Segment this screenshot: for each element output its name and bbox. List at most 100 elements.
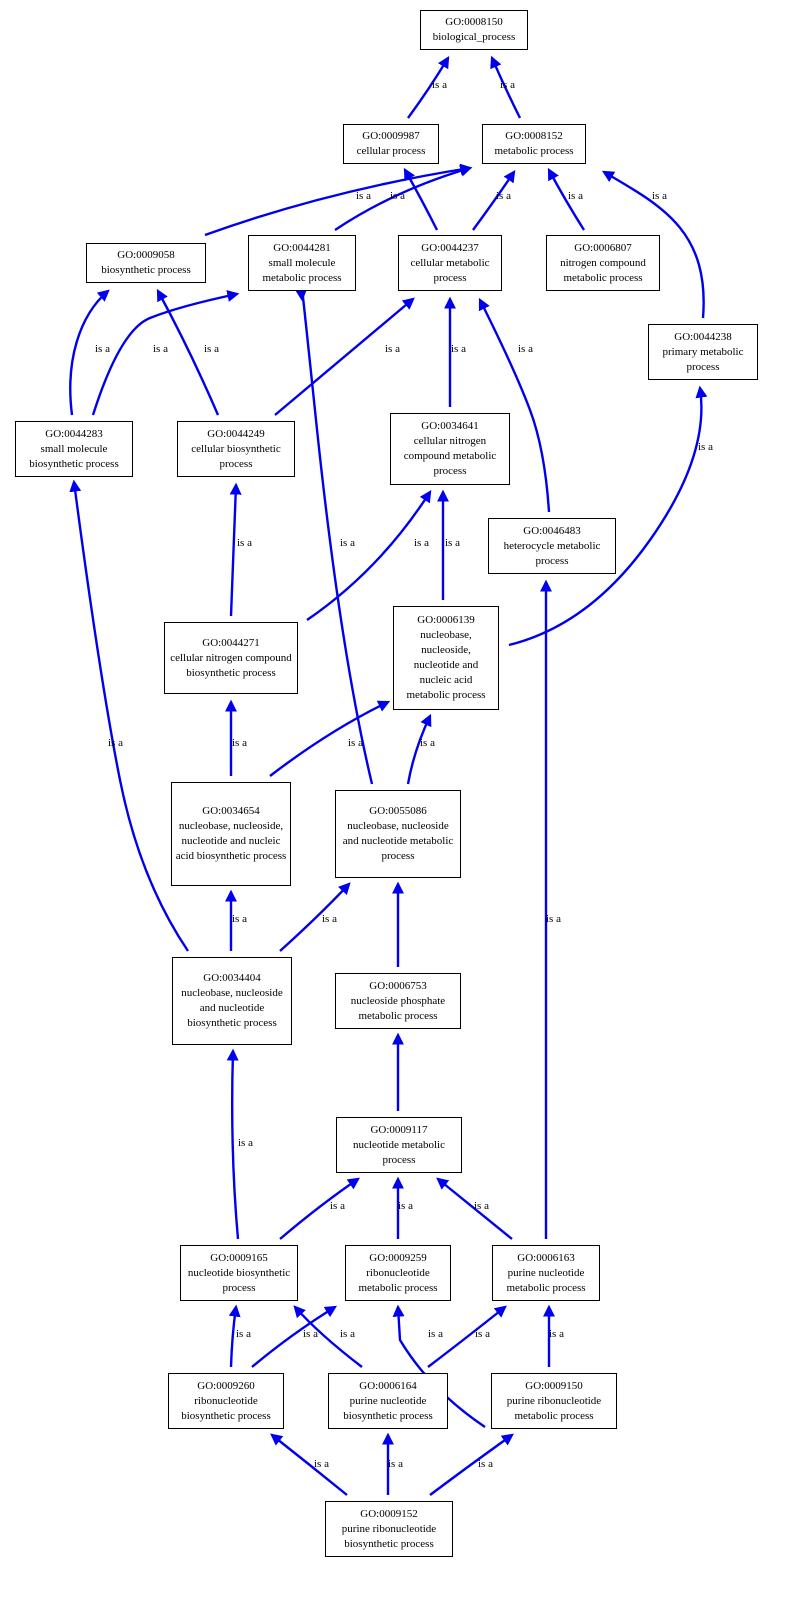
node-id: GO:0009150 xyxy=(525,1379,583,1392)
node-name: nitrogen compound metabolic process xyxy=(560,256,646,284)
node-id: GO:0009117 xyxy=(370,1123,428,1136)
node-name: metabolic process xyxy=(494,145,574,157)
edge-label: is a xyxy=(385,343,400,355)
edge-n44283-to-n44281 xyxy=(91,290,240,416)
edge-label: is a xyxy=(478,1458,493,1470)
edge-n6164-to-n9165 xyxy=(427,1305,507,1368)
edge-n9260-to-n9165 xyxy=(251,1305,338,1368)
edge-label: is a xyxy=(356,190,371,202)
node-id: GO:0044249 xyxy=(207,427,265,440)
node-name: cellular process xyxy=(356,145,426,157)
node-id: GO:0044271 xyxy=(202,636,260,649)
edge-label: is a xyxy=(236,1328,251,1340)
edge-label: is a xyxy=(500,79,515,91)
node-id: GO:0006163 xyxy=(517,1251,575,1264)
node-go-0044271[interactable]: GO:0044271 cellular nitrogen compound bio… xyxy=(164,622,298,694)
edge-n9117-to-n6753 xyxy=(226,1048,240,1240)
edge-n44237-to-n8152 xyxy=(472,170,516,231)
node-id: GO:0009152 xyxy=(360,1507,418,1520)
edge-label: is a xyxy=(568,190,583,202)
edge-label: is a xyxy=(322,913,337,925)
edge-label: is a xyxy=(474,1200,489,1212)
node-id: GO:0034404 xyxy=(203,972,261,984)
edge-label: is a xyxy=(238,1137,253,1149)
edge-label: is a xyxy=(451,343,466,355)
node-go-0044281[interactable]: GO:0044281 small molecule metabolic proce… xyxy=(248,235,356,291)
node-go-0044249[interactable]: GO:0044249 cellular biosynthetic process xyxy=(177,421,295,477)
edge-label: is a xyxy=(108,737,123,749)
node-go-0008152[interactable]: GO:0008152 metabolic process xyxy=(482,124,586,164)
node-go-0009260[interactable]: GO:0009260 ribonucleotide biosynthetic pr… xyxy=(168,1373,284,1429)
edge-label: is a xyxy=(546,913,561,925)
node-go-0044238[interactable]: GO:0044238 primary metabolic process xyxy=(648,324,758,380)
edge-n55086-to-n44281 xyxy=(69,479,189,952)
node-id: GO:0009259 xyxy=(369,1251,427,1264)
edge-label: is a xyxy=(204,343,219,355)
edge-n9987-to-n8150 xyxy=(407,55,450,119)
node-name: biosynthetic process xyxy=(101,264,191,276)
edge-label: is a xyxy=(388,1458,403,1470)
edge-n6139-to-n34641 xyxy=(508,385,708,647)
edge-label: is a xyxy=(652,190,667,202)
edge-n46483-to-n44237 xyxy=(229,482,242,617)
node-id: GO:0009260 xyxy=(197,1379,255,1392)
edge-label: is a xyxy=(698,441,713,453)
node-id: GO:0046483 xyxy=(523,524,581,537)
edge-label: is a xyxy=(340,537,355,549)
node-go-0009150[interactable]: GO:0009150 purine ribonucleotide metaboli… xyxy=(491,1373,617,1429)
edge-n44271-to-n44249 xyxy=(306,489,432,621)
edge-label: is a xyxy=(475,1328,490,1340)
node-name: cellular biosynthetic process xyxy=(191,442,281,470)
node-name: cellular nitrogen compound metabolic pro… xyxy=(403,435,497,477)
node-go-0009058[interactable]: GO:0009058 biosynthetic process xyxy=(86,243,206,283)
node-name: purine nucleotide metabolic process xyxy=(506,1266,586,1294)
node-name: ribonucleotide biosynthetic process xyxy=(181,1394,271,1422)
edge-n9058-to-n8152 xyxy=(204,163,473,237)
node-id: GO:0009058 xyxy=(117,249,175,261)
node-name: cellular metabolic process xyxy=(410,256,490,284)
edge-n8152-to-n8150 xyxy=(490,55,522,119)
edge-label: is a xyxy=(432,79,447,91)
node-name: nucleobase, nucleoside, nucleotide and n… xyxy=(175,820,287,862)
edge-label: is a xyxy=(95,343,110,355)
node-id: GO:0008152 xyxy=(505,130,563,142)
node-name: nucleobase, nucleoside, nucleotide and n… xyxy=(406,629,486,701)
node-name: primary metabolic process xyxy=(662,345,744,373)
node-name: purine ribonucleotide metabolic process xyxy=(506,1394,602,1422)
node-id: GO:0044281 xyxy=(273,241,331,254)
edge-label: is a xyxy=(340,1328,355,1340)
edge-n34404-to-n34654 xyxy=(279,882,351,952)
node-name: cellular nitrogen compound biosynthetic … xyxy=(170,651,292,679)
edge-label: is a xyxy=(496,190,511,202)
edge-n6163-to-n46483 xyxy=(228,1304,241,1368)
edge-n34654-to-n6139 xyxy=(406,713,432,785)
edge-label: is a xyxy=(153,343,168,355)
edge-label: is a xyxy=(232,913,247,925)
node-go-0034641[interactable]: GO:0034641 cellular nitrogen compound met… xyxy=(390,413,510,485)
node-go-0006163[interactable]: GO:0006163 purine nucleotide metabolic pr… xyxy=(492,1245,600,1301)
node-name: small molecule metabolic process xyxy=(262,256,342,284)
node-id: GO:0055086 xyxy=(369,805,427,817)
node-id: GO:0044238 xyxy=(674,330,732,343)
edge-label: is a xyxy=(445,537,460,549)
node-id: GO:0034641 xyxy=(421,420,479,432)
edge-n44249-to-n9058 xyxy=(156,288,220,416)
edge-label: is a xyxy=(420,737,435,749)
